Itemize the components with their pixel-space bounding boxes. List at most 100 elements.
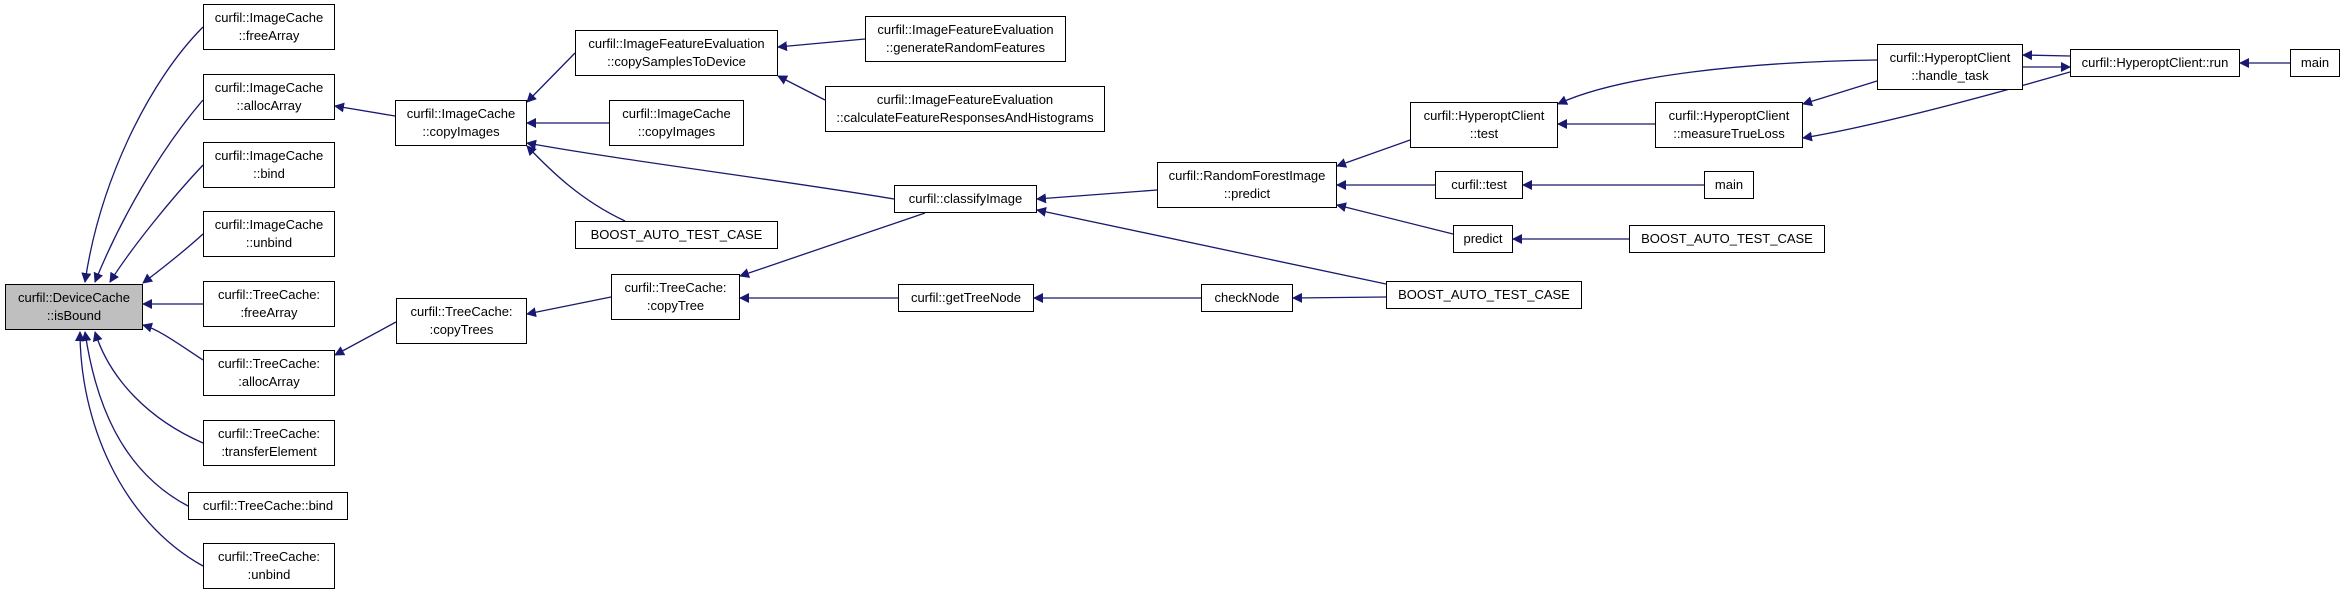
- node-randomforestimage-predict[interactable]: curfil::RandomForestImage ::predict: [1157, 162, 1337, 208]
- node-label-line: curfil::HyperoptClient: [1889, 50, 2011, 65]
- node-label-line: main: [1714, 177, 1744, 192]
- call-edge: [739, 212, 926, 278]
- node-label-line: ::unbind: [245, 235, 293, 250]
- node-label-line: curfil::TreeCache::bind: [202, 498, 334, 513]
- node-label-line: curfil::ImageCache: [214, 217, 324, 232]
- node-hyperoptclient-test[interactable]: curfil::HyperoptClient ::test: [1410, 102, 1558, 148]
- node-label-line: curfil::RandomForestImage: [1168, 168, 1326, 183]
- call-edge: [93, 99, 204, 283]
- node-label-line: curfil::ImageCache: [406, 106, 516, 121]
- node-curfil-test[interactable]: curfil::test: [1435, 171, 1523, 199]
- call-edge: [526, 139, 895, 200]
- call-edge: [1802, 71, 2071, 142]
- node-label-line: predict: [1463, 231, 1503, 246]
- node-gettreenode[interactable]: curfil::getTreeNode: [898, 284, 1034, 312]
- node-label-line: ::handle_task: [1911, 68, 1989, 83]
- node-label-line: :transferElement: [221, 444, 317, 459]
- node-checknode[interactable]: checkNode: [1201, 284, 1293, 312]
- node-label-line: :copyTrees: [429, 322, 494, 337]
- node-label-line: curfil::ImageCache: [622, 106, 731, 121]
- node-label-line: :copyTree: [646, 298, 705, 313]
- node-treecache-copytrees[interactable]: curfil::TreeCache: :copyTrees: [396, 298, 527, 344]
- node-label-line: curfil::HyperoptClient: [1423, 108, 1545, 123]
- node-hyperoptclient-run[interactable]: curfil::HyperoptClient::run: [2070, 49, 2240, 77]
- node-label-line: curfil::TreeCache:: [624, 280, 727, 295]
- node-predict[interactable]: predict: [1453, 225, 1513, 253]
- node-label-line: ::bind: [253, 166, 285, 181]
- node-treecache-allocarray[interactable]: curfil::TreeCache: :allocArray: [203, 350, 335, 396]
- node-imagecache-allocarray[interactable]: curfil::ImageCache ::allocArray: [203, 74, 335, 120]
- node-label-line: main: [2300, 55, 2330, 70]
- node-treecache-transferelement[interactable]: curfil::TreeCache: :transferElement: [203, 420, 335, 466]
- call-edge: [92, 331, 204, 444]
- node-label-line: curfil::ImageCache: [214, 148, 324, 163]
- call-edge: [777, 75, 826, 101]
- node-main-1[interactable]: main: [1704, 171, 1754, 199]
- node-label-line: ::freeArray: [238, 28, 300, 43]
- node-label-line: curfil::TreeCache:: [217, 356, 321, 371]
- node-main-2[interactable]: main: [2290, 49, 2340, 77]
- call-edge: [1036, 206, 1387, 285]
- node-imagecache-freearray[interactable]: curfil::ImageCache ::freeArray: [203, 4, 335, 50]
- call-edge: [81, 26, 204, 283]
- node-boost-auto-test-case-2[interactable]: BOOST_AUTO_TEST_CASE: [1386, 281, 1582, 309]
- node-imagecache-copyimages[interactable]: curfil::ImageCache ::copyImages: [395, 100, 527, 146]
- node-treecache-freearray[interactable]: curfil::TreeCache: :freeArray: [203, 281, 335, 327]
- node-label-line: curfil::getTreeNode: [910, 290, 1022, 305]
- node-label-line: curfil::TreeCache:: [410, 304, 513, 319]
- call-edge: [1802, 80, 1878, 107]
- node-label-line: curfil::DeviceCache: [18, 290, 130, 305]
- call-edge: [526, 296, 612, 318]
- call-edge: [1036, 189, 1158, 204]
- node-label-line: BOOST_AUTO_TEST_CASE: [1398, 287, 1570, 302]
- call-edge: [777, 38, 866, 52]
- node-treecache-copytree[interactable]: curfil::TreeCache: :copyTree: [611, 274, 740, 320]
- node-boost-auto-test-case-3[interactable]: BOOST_AUTO_TEST_CASE: [1629, 225, 1825, 253]
- node-label-line: ::measureTrueLoss: [1673, 126, 1785, 141]
- call-edge: [334, 102, 396, 117]
- node-label-line: curfil::classifyImage: [908, 191, 1023, 206]
- call-edge: [1557, 59, 1878, 105]
- node-devicecache-isbound: curfil::DeviceCache ::isBound: [5, 284, 143, 330]
- node-label-line: ::generateRandomFeatures: [886, 40, 1045, 55]
- node-label-line: curfil::ImageFeatureEvaluation: [876, 92, 1054, 107]
- node-label-line: ::test: [1469, 126, 1499, 141]
- node-label-line: ::copyImages: [422, 124, 500, 139]
- node-label-line: :unbind: [247, 567, 291, 582]
- node-label-line: ::allocArray: [236, 98, 302, 113]
- node-hyperoptclient-handle-task[interactable]: curfil::HyperoptClient ::handle_task: [1877, 44, 2023, 90]
- node-label-line: ::predict: [1223, 186, 1271, 201]
- call-edge: [526, 145, 626, 222]
- node-imagecache-unbind[interactable]: curfil::ImageCache ::unbind: [203, 211, 335, 257]
- node-imagecache-copyimages-overload[interactable]: curfil::ImageCache ::copyImages: [609, 100, 744, 146]
- node-label-line: BOOST_AUTO_TEST_CASE: [590, 227, 763, 242]
- call-edge: [2022, 50, 2071, 61]
- node-imagefeatureevaluation-calculatefeatureresponses[interactable]: curfil::ImageFeatureEvaluation ::calcula…: [825, 86, 1105, 132]
- node-label-line: curfil::TreeCache:: [217, 426, 321, 441]
- node-imagefeatureevaluation-copysamplestodevice[interactable]: curfil::ImageFeatureEvaluation ::copySam…: [575, 30, 778, 76]
- call-edge: [334, 321, 397, 356]
- call-edge: [81, 331, 189, 507]
- call-edge: [142, 322, 204, 361]
- node-imagefeatureevaluation-generaterandomfeatures[interactable]: curfil::ImageFeatureEvaluation ::generat…: [865, 16, 1066, 62]
- call-edge: [142, 233, 204, 284]
- node-label-line: curfil::HyperoptClient::run: [2081, 55, 2229, 70]
- node-label-line: checkNode: [1214, 290, 1280, 305]
- call-edge: [1292, 292, 1387, 303]
- node-treecache-bind[interactable]: curfil::TreeCache::bind: [188, 492, 348, 520]
- node-label-line: ::calculateFeatureResponsesAndHistograms: [836, 110, 1094, 125]
- node-label-line: ::isBound: [46, 308, 102, 323]
- node-treecache-unbind[interactable]: curfil::TreeCache: :unbind: [203, 543, 335, 589]
- node-label-line: curfil::ImageCache: [214, 10, 324, 25]
- node-imagecache-bind[interactable]: curfil::ImageCache ::bind: [203, 142, 335, 188]
- node-label-line: curfil::TreeCache:: [217, 549, 321, 564]
- node-hyperoptclient-measuretrueloss[interactable]: curfil::HyperoptClient ::measureTrueLoss: [1655, 102, 1803, 148]
- node-label-line: curfil::ImageFeatureEvaluation: [588, 36, 765, 51]
- node-label-line: curfil::HyperoptClient: [1668, 108, 1790, 123]
- node-label-line: :freeArray: [240, 305, 298, 320]
- node-classifyimage[interactable]: curfil::classifyImage: [894, 185, 1037, 213]
- node-boost-auto-test-case-1[interactable]: BOOST_AUTO_TEST_CASE: [575, 221, 778, 249]
- node-label-line: :allocArray: [238, 374, 300, 389]
- node-label-line: curfil::test: [1451, 177, 1507, 192]
